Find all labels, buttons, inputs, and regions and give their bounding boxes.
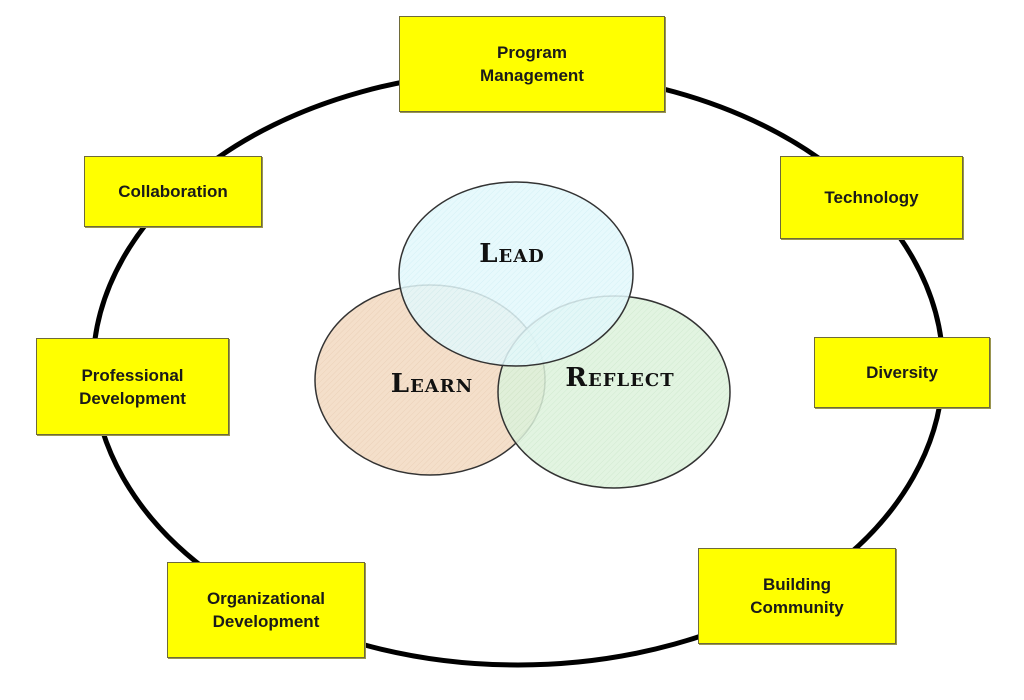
box-program-management-line2: Management: [480, 66, 584, 85]
box-building-community-line1: Building: [763, 575, 831, 594]
box-program-management-line1: Program: [497, 43, 567, 62]
box-building-community-line2: Community: [750, 598, 844, 617]
box-program-management: Program Management: [399, 16, 665, 112]
box-diversity-line1: Diversity: [866, 363, 938, 382]
box-collaboration: Collaboration: [84, 156, 262, 227]
box-organizational-development-line1: Organizational: [206, 589, 326, 608]
box-organizational-development: Organizational Development: [167, 562, 365, 658]
venn-label-reflect: Reflect: [565, 363, 674, 393]
box-technology: Technology: [780, 156, 963, 239]
box-professional-development-line1: Professional: [81, 365, 184, 385]
box-professional-development: Professional Development: [36, 338, 229, 435]
box-professional-development-line2: Development: [79, 388, 186, 408]
box-organizational-development-line2: Development: [212, 612, 320, 631]
venn-label-learn: Learn: [391, 369, 473, 399]
venn-label-lead: Lead: [479, 239, 545, 269]
box-collaboration-line1: Collaboration: [118, 182, 228, 201]
lead-circle: [398, 181, 634, 367]
box-diversity: Diversity: [814, 337, 990, 408]
box-technology-line1: Technology: [824, 188, 919, 207]
box-building-community: Building Community: [698, 548, 896, 644]
